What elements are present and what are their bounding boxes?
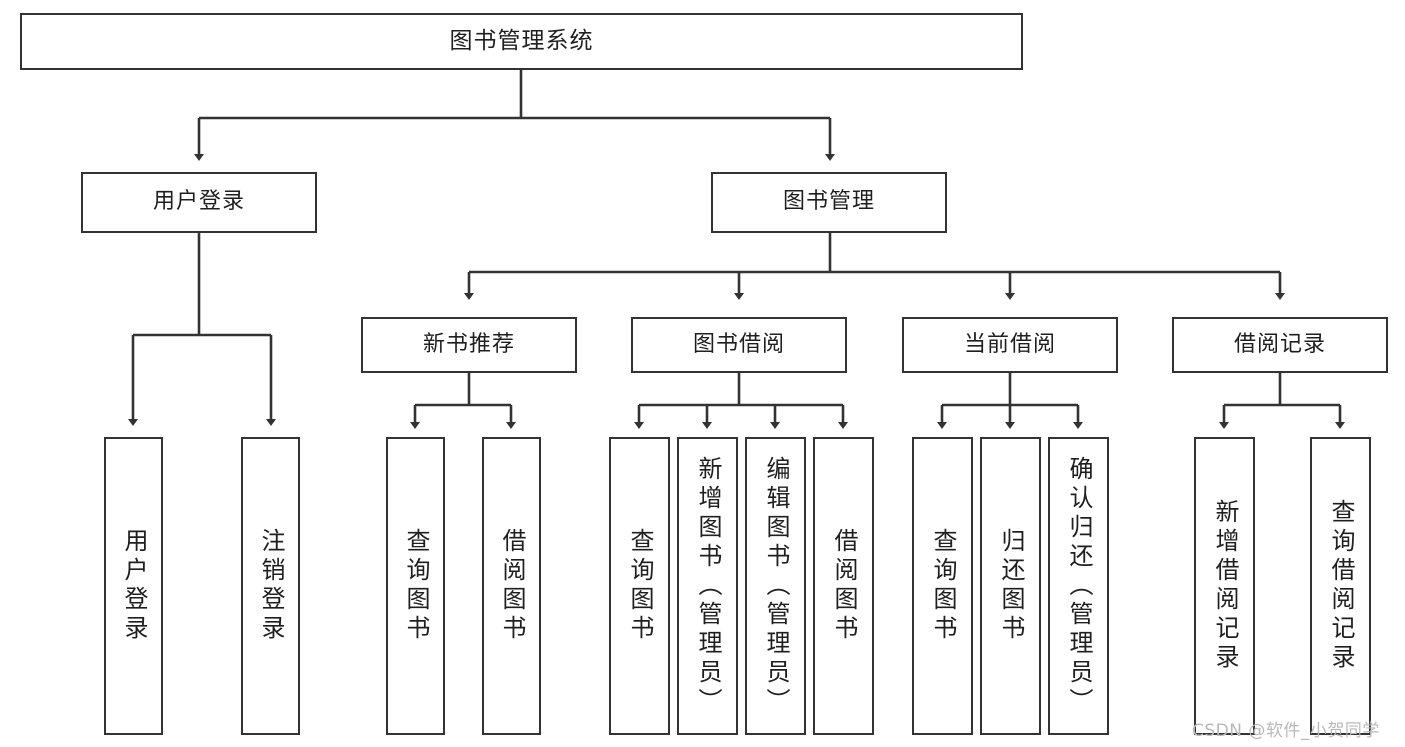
node-leaf-borrow-book-2[interactable]: 借阅图书: [813, 437, 874, 735]
node-new-book-recommend[interactable]: 新书推荐: [361, 317, 577, 373]
node-book-borrow[interactable]: 图书借阅: [631, 317, 847, 373]
node-book-manage-label: 图书管理: [782, 189, 875, 215]
node-leaf-query-book-3-label: 查询图书: [928, 528, 957, 644]
node-leaf-user-login[interactable]: 用户登录: [104, 437, 163, 735]
node-leaf-confirm-return-admin[interactable]: 确认归还（管理员）: [1048, 437, 1109, 735]
node-current-borrow[interactable]: 当前借阅: [902, 317, 1118, 373]
node-book-borrow-label: 图书借阅: [692, 331, 785, 357]
csdn-watermark: CSDN @软件_小贺同学: [1192, 721, 1380, 741]
node-leaf-return-book[interactable]: 归还图书: [980, 437, 1041, 735]
node-leaf-edit-book-admin-label: 编辑图书（管理员）: [761, 455, 790, 717]
node-leaf-logout-login[interactable]: 注销登录: [241, 437, 300, 735]
node-leaf-borrow-book-1[interactable]: 借阅图书: [482, 437, 541, 735]
node-leaf-borrow-book-2-label: 借阅图书: [829, 528, 858, 644]
node-leaf-add-borrow-record[interactable]: 新增借阅记录: [1194, 437, 1255, 735]
node-borrow-record[interactable]: 借阅记录: [1172, 317, 1388, 373]
node-leaf-query-borrow-record[interactable]: 查询借阅记录: [1310, 437, 1371, 735]
node-new-book-recommend-label: 新书推荐: [422, 331, 515, 357]
node-leaf-add-borrow-record-label: 新增借阅记录: [1210, 499, 1239, 673]
node-root[interactable]: 图书管理系统: [20, 13, 1023, 70]
node-current-borrow-label: 当前借阅: [963, 331, 1056, 357]
node-leaf-add-book-admin-label: 新增图书（管理员）: [693, 455, 722, 717]
node-borrow-record-label: 借阅记录: [1233, 331, 1326, 357]
node-user-login[interactable]: 用户登录: [81, 172, 317, 233]
node-leaf-query-book-1-label: 查询图书: [401, 528, 430, 644]
node-leaf-query-borrow-record-label: 查询借阅记录: [1326, 499, 1355, 673]
node-leaf-confirm-return-admin-label: 确认归还（管理员）: [1064, 455, 1093, 717]
node-leaf-borrow-book-1-label: 借阅图书: [497, 528, 526, 644]
node-leaf-add-book-admin[interactable]: 新增图书（管理员）: [677, 437, 738, 735]
node-leaf-user-login-label: 用户登录: [119, 528, 148, 644]
node-leaf-return-book-label: 归还图书: [996, 528, 1025, 644]
node-root-label: 图书管理系统: [449, 27, 594, 54]
node-leaf-query-book-2[interactable]: 查询图书: [609, 437, 670, 735]
node-leaf-query-book-1[interactable]: 查询图书: [386, 437, 445, 735]
node-leaf-logout-login-label: 注销登录: [256, 528, 285, 644]
node-leaf-edit-book-admin[interactable]: 编辑图书（管理员）: [745, 437, 806, 735]
node-book-manage[interactable]: 图书管理: [711, 172, 947, 233]
node-leaf-query-book-2-label: 查询图书: [625, 528, 654, 644]
node-leaf-query-book-3[interactable]: 查询图书: [912, 437, 973, 735]
node-user-login-label: 用户登录: [152, 189, 245, 215]
